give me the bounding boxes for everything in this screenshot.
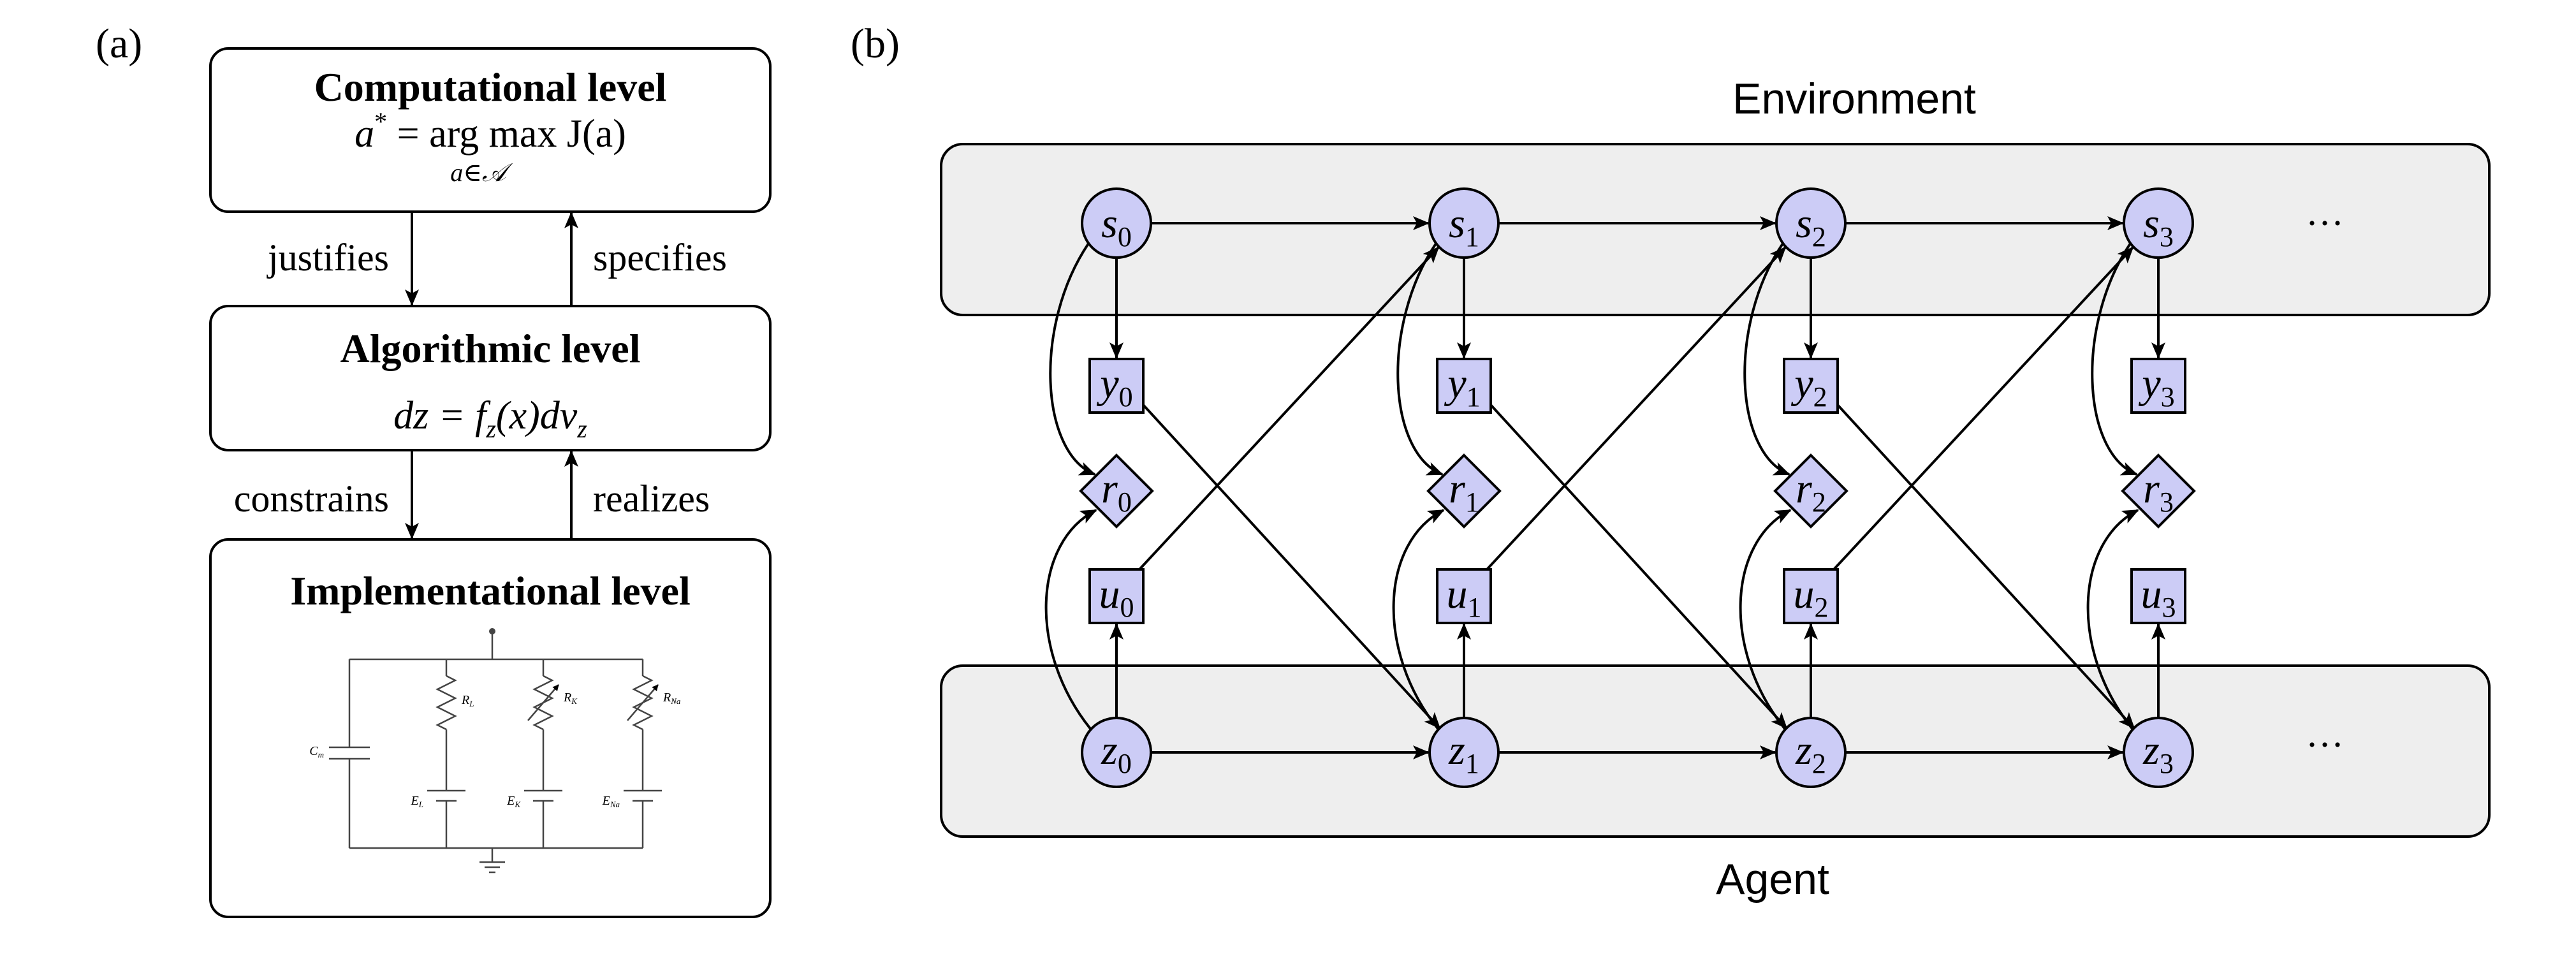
- time-step-2: s2 y2 r2 u2 z2: [1773, 187, 1848, 788]
- observation-node: [2130, 358, 2186, 414]
- observation-to-agent-edge: [1836, 404, 2135, 729]
- justifies-label: justifies: [267, 237, 389, 279]
- action-node: [1088, 568, 1145, 624]
- observation-node: [1088, 358, 1145, 414]
- observation-to-agent-edge: [1142, 404, 1441, 729]
- resistor-potassium-label: RK: [563, 691, 578, 706]
- environment-label: Environment: [1732, 75, 1976, 123]
- reward-from-state-edge: [1743, 242, 1790, 476]
- reward-node: [1426, 453, 1502, 529]
- state-node: [2123, 187, 2194, 259]
- reward-node-label: r1: [1449, 465, 1479, 518]
- action-node: [1783, 568, 1839, 624]
- observation-node-label: y0: [1096, 360, 1132, 413]
- agent-ellipsis: ···: [2306, 724, 2344, 766]
- resistor-leak-label: RL: [461, 693, 474, 708]
- agent-state-node: [1081, 717, 1152, 788]
- computational-level-formula: a* = arg max J(a): [355, 107, 626, 156]
- capacitor-label: Cm: [309, 744, 324, 759]
- realizes-label: realizes: [593, 478, 710, 520]
- panel-b: (b) Environment Agent s0 y0 r0 u0 z0 s1 y1 r1 u1…: [851, 20, 2491, 904]
- observation-node-label: y1: [1444, 360, 1480, 413]
- observation-to-agent-edge: [1489, 404, 1788, 729]
- reward-from-state-edge: [2091, 242, 2138, 476]
- action-to-state-edge: [1833, 246, 2134, 571]
- state-node: [1775, 187, 1847, 259]
- computational-level-box: Computational level a* = arg max J(a) a∈…: [209, 47, 772, 213]
- membrane-circuit: Cm RL EL RK EK: [309, 628, 681, 874]
- graph-nodes: s0 y0 r0 u0 z0 s1 y1 r1 u1 z1 s2 y2 r2 u2 z2 s3 y3 r3 u3 z3: [1079, 187, 2196, 788]
- environment-band: [940, 143, 2491, 316]
- agent-state-node: [1428, 717, 1500, 788]
- state-node-label: s1: [1449, 200, 1479, 253]
- resistor-leak: [435, 675, 457, 731]
- observation-node-label: y3: [2138, 360, 2174, 413]
- action-node: [1436, 568, 1492, 624]
- reward-node: [2121, 453, 2196, 529]
- reward-to-agent-edge: [2086, 509, 2139, 731]
- agent-state-node-label: z2: [1795, 727, 1826, 779]
- reward-node: [1079, 453, 1154, 529]
- environment-ellipsis: ···: [2306, 202, 2344, 244]
- computational-level-subscript: a∈𝒜: [450, 158, 513, 187]
- reward-from-state-edge: [1049, 242, 1096, 476]
- action-node-label: u3: [2141, 571, 2176, 623]
- state-node-label: s2: [1796, 200, 1826, 253]
- state-node-label: s3: [2143, 200, 2174, 253]
- action-node-label: u2: [1794, 571, 1829, 623]
- time-step-1: s1 y1 r1 u1 z1: [1426, 187, 1502, 788]
- time-step-3: s3 y3 r3 u3 z3: [2121, 187, 2196, 788]
- reward-to-agent-edge: [1739, 509, 1792, 731]
- agent-state-node-label: z0: [1101, 727, 1132, 779]
- constrains-label: constrains: [234, 478, 389, 520]
- reward-node-label: r3: [2143, 465, 2174, 518]
- agent-state-node: [1775, 717, 1847, 788]
- algorithmic-level-box: Algorithmic level dz = fz(x)dvz: [209, 305, 772, 451]
- implementational-level-title: Implementational level: [290, 568, 690, 613]
- state-node: [1081, 187, 1152, 259]
- algorithmic-level-formula: dz = fz(x)dvz: [393, 394, 587, 443]
- reward-node: [1773, 453, 1848, 529]
- agent-label: Agent: [1716, 855, 1829, 904]
- reward-from-state-edge: [1396, 242, 1444, 476]
- state-node: [1428, 187, 1500, 259]
- computational-level-title: Computational level: [314, 64, 667, 110]
- battery-sodium-label: ENa: [602, 794, 620, 809]
- implementational-level-box: Implementational level: [209, 538, 772, 918]
- agent-state-node-label: z1: [1448, 727, 1479, 779]
- graph-edges: [1044, 216, 2165, 759]
- observation-node: [1436, 358, 1492, 414]
- action-node-label: u0: [1099, 571, 1134, 623]
- agent-state-node: [2123, 717, 2194, 788]
- algorithmic-level-title: Algorithmic level: [340, 326, 641, 371]
- reward-node-label: r0: [1101, 465, 1132, 518]
- resistor-sodium-label: RNa: [662, 691, 681, 706]
- reward-to-agent-edge: [1392, 509, 1445, 731]
- panel-a-tag: (a): [96, 20, 142, 67]
- reward-to-agent-edge: [1044, 509, 1097, 731]
- action-node-label: u1: [1447, 571, 1482, 623]
- panel-b-tag: (b): [851, 20, 900, 67]
- action-to-state-edge: [1486, 246, 1787, 571]
- state-node-label: s0: [1101, 200, 1132, 253]
- observation-node: [1783, 358, 1839, 414]
- action-to-state-edge: [1138, 246, 1440, 571]
- battery-potassium-label: EK: [506, 794, 521, 809]
- action-node: [2130, 568, 2186, 624]
- specifies-label: specifies: [593, 237, 727, 279]
- agent-state-node-label: z3: [2142, 727, 2174, 779]
- reward-node-label: r2: [1796, 465, 1826, 518]
- battery-leak-label: EL: [411, 794, 423, 809]
- observation-node-label: y2: [1790, 360, 1827, 413]
- panel-a: (a) Computational level a* = arg max J(a…: [96, 20, 772, 918]
- time-step-0: s0 y0 r0 u0 z0: [1079, 187, 1154, 788]
